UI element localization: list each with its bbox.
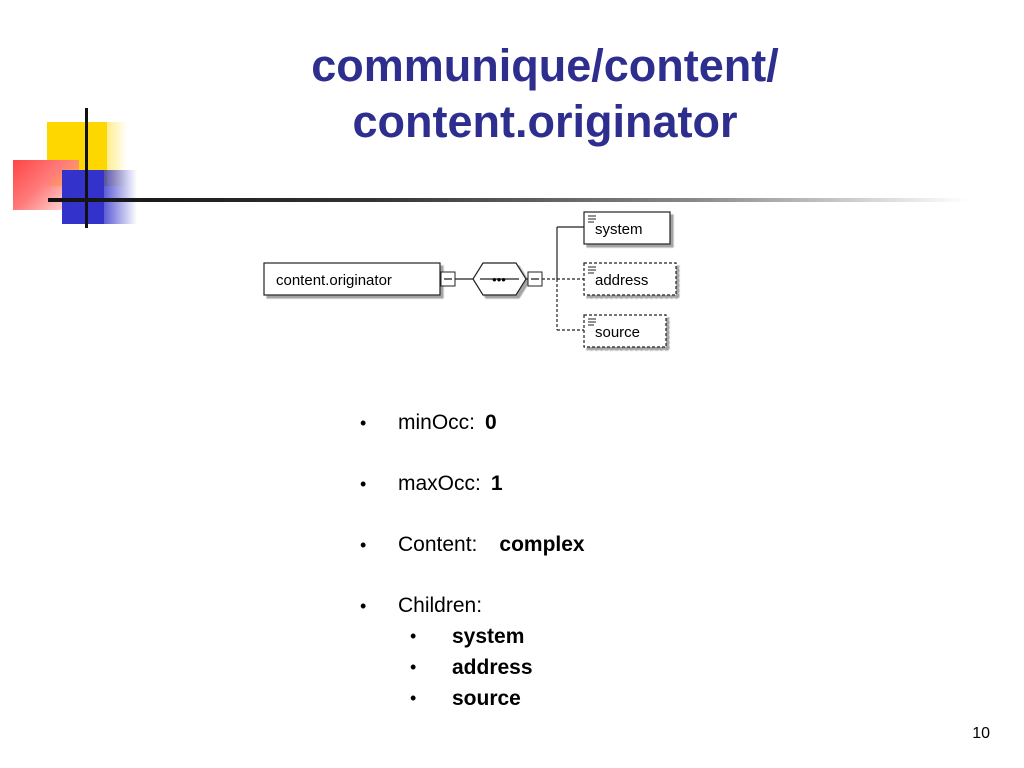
bullet: • [360,596,367,616]
bullet: • [360,535,367,555]
child-label-system: system [595,221,643,238]
schema-diagram: content.originator ••• [263,211,677,348]
child-element-system: system [583,211,671,245]
list-item-min-occ: • minOcc: 0 [360,408,585,469]
list-item-max-occ: • maxOcc: 1 [360,469,585,530]
element-content-icon [588,318,596,326]
sequence-symbol: ••• [492,272,506,287]
root-element-label: content.originator [276,272,392,289]
title-underline [48,198,968,202]
bullet: • [410,626,417,646]
element-content-icon [588,215,596,223]
child-element-source: source [583,314,667,348]
list-item-content: • Content: complex [360,530,585,591]
page-number: 10 [972,725,990,742]
child-name: address [452,656,533,679]
content-label: Content: [398,533,478,556]
list-item: • system [360,621,585,652]
list-item-children: • Children: • system • address • source [360,591,585,714]
root-collapse-toggle[interactable] [440,271,456,287]
min-occ-label: minOcc: [398,411,476,434]
sequence-collapse-toggle[interactable] [527,271,543,287]
child-element-address: address [583,262,677,296]
max-occ-value: 1 [490,472,503,495]
children-sublist: • system • address • source [398,621,585,714]
min-occ-value: 0 [485,411,497,434]
slide-title-line-1: communique/content/ [311,40,779,91]
decor-blue-square [62,170,137,224]
element-content-icon [588,266,596,274]
child-name: source [452,687,521,710]
bullet: • [360,413,367,433]
element-properties-list: • minOcc:0 • maxOcc:1 • Content:complex … [360,408,585,714]
slide-title: communique/content/ content.originator [150,38,940,150]
child-label-source: source [595,324,640,341]
child-label-address: address [595,272,648,289]
list-item: • source [360,683,585,714]
content-value: complex [499,533,585,556]
bullet: • [410,657,417,677]
bullet: • [410,688,417,708]
bullet: • [360,474,367,494]
root-element-box: content.originator [263,262,441,296]
max-occ-label: maxOcc: [398,472,481,495]
decor-vertical-line [85,108,88,228]
children-label: Children: [398,594,483,617]
child-name: system [452,625,525,648]
list-item: • address [360,652,585,683]
sequence-compositor: ••• [472,262,527,296]
slide-title-line-2: content.originator [352,96,738,147]
